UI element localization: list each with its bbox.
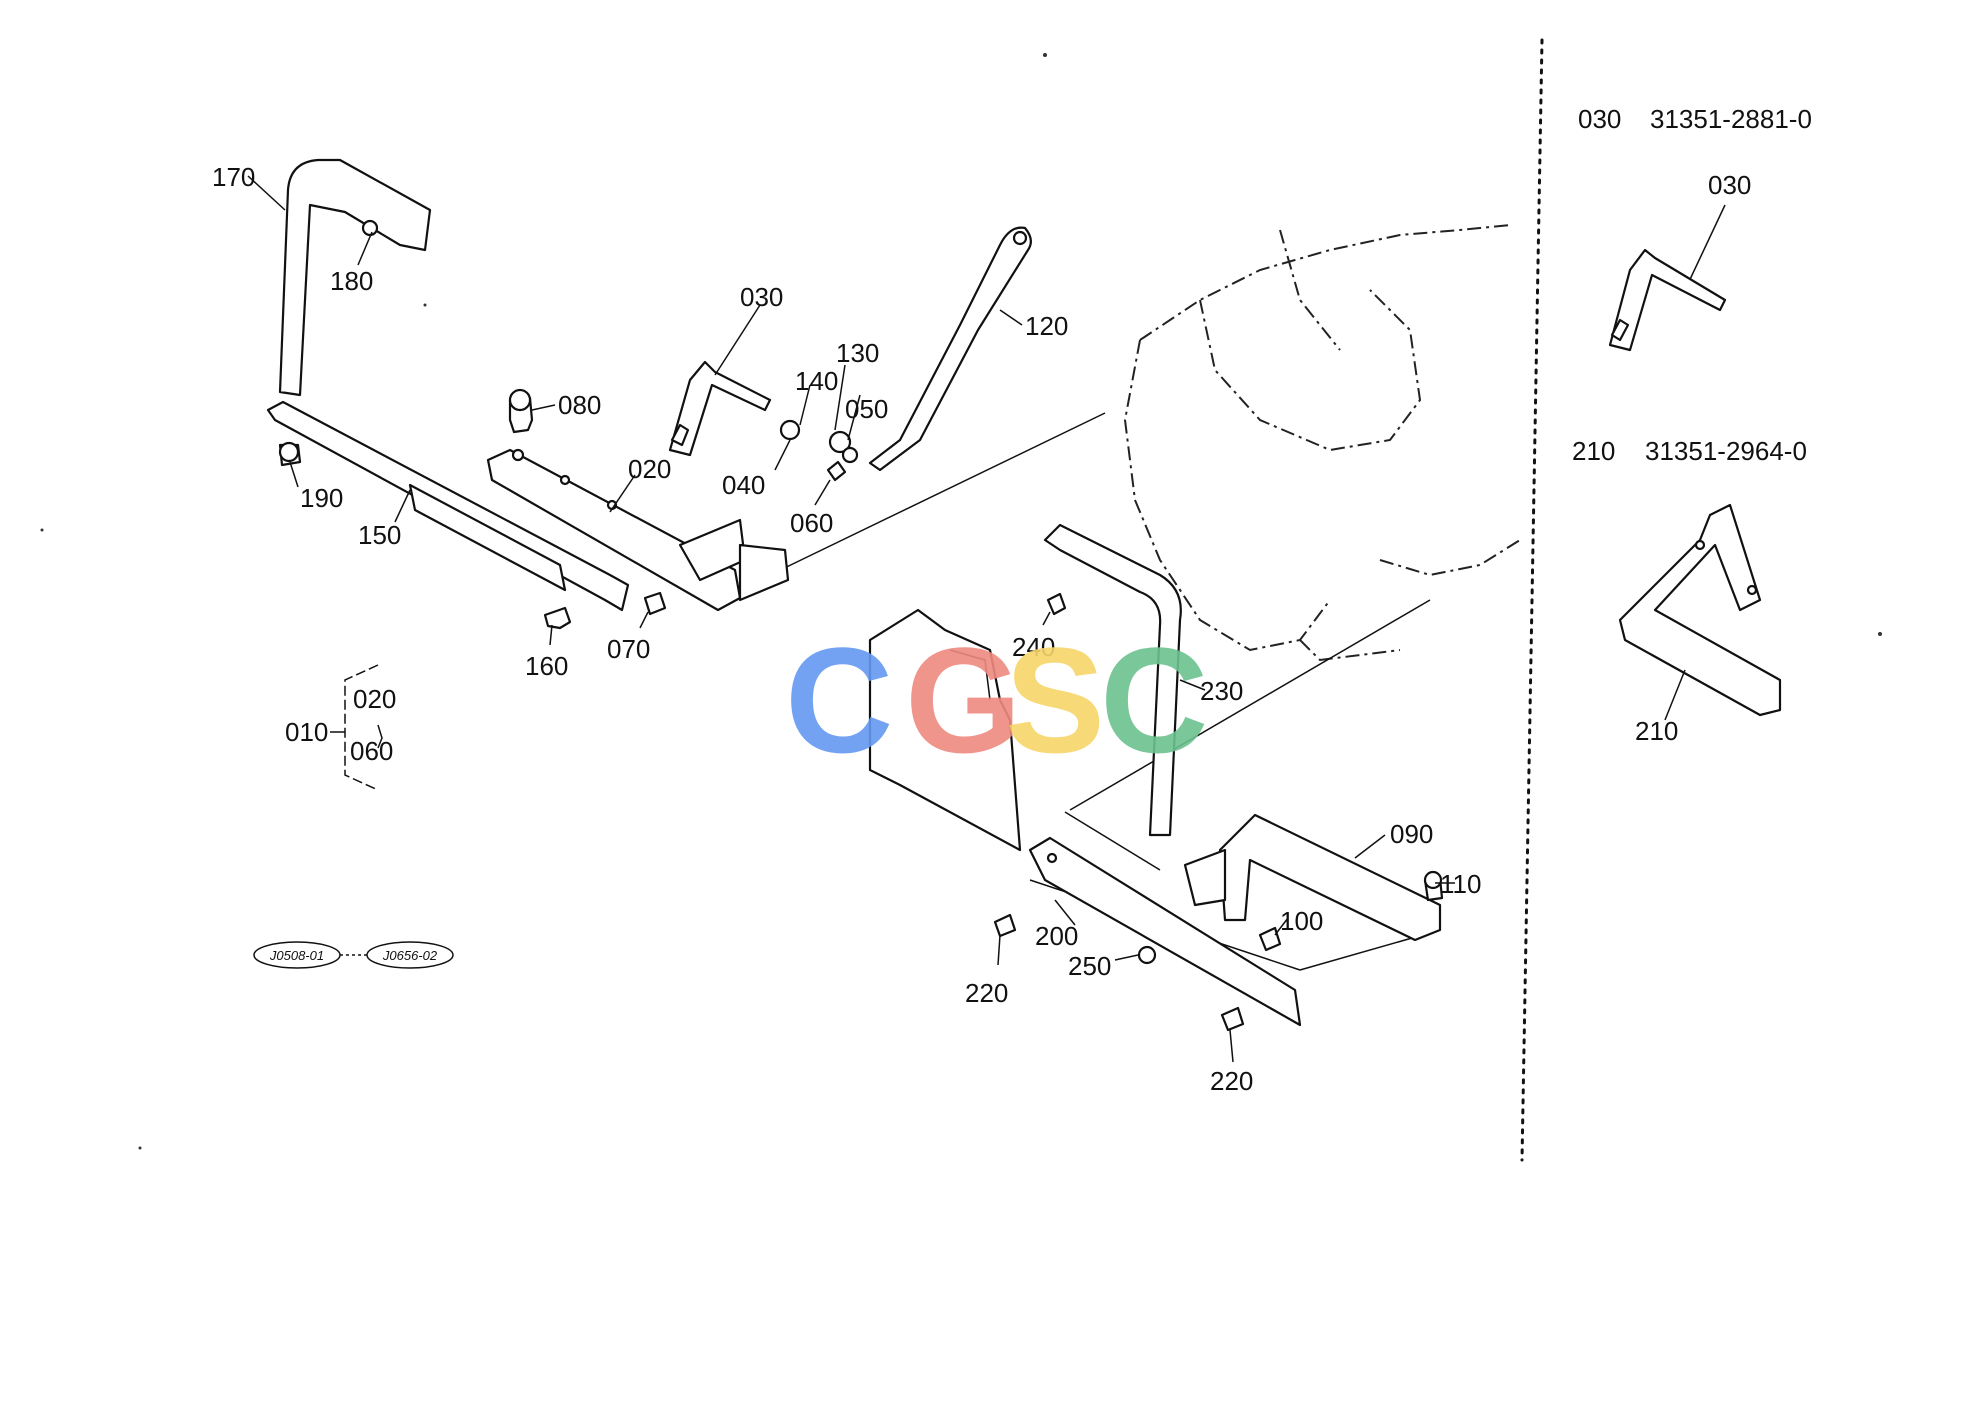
watermark-letter-4: C — [1100, 616, 1208, 784]
bracket-090 — [1183, 813, 1442, 942]
callout-020: 020 — [628, 454, 671, 484]
watermark: C G S C — [785, 616, 1208, 784]
callout-050: 050 — [845, 394, 888, 424]
watermark-letter-3: S — [1005, 616, 1105, 784]
group-to-ref: 060 — [350, 736, 393, 766]
side-bracket-210 — [1618, 503, 1782, 717]
bracket-020 — [486, 448, 790, 612]
bracket-150 — [266, 400, 630, 612]
side-part-ref-1: 030 — [1578, 104, 1621, 134]
callout-060: 060 — [790, 508, 833, 538]
rod-120 — [868, 226, 1032, 472]
callout-220-left: 220 — [965, 978, 1008, 1008]
callout-160: 160 — [525, 651, 568, 681]
watermark-letter-1: C — [785, 616, 893, 784]
guard-230 — [1043, 523, 1182, 837]
callout-230: 230 — [1200, 676, 1243, 706]
callout-250: 250 — [1068, 951, 1111, 981]
callout-040: 040 — [722, 470, 765, 500]
reference-codes: J0508-01 J0656-02 — [253, 941, 454, 969]
side-callout-210: 210 — [1635, 716, 1678, 746]
group-parent-ref: 010 — [285, 717, 328, 747]
callout-190: 190 — [300, 483, 343, 513]
ref-code-first: J0508-01 — [269, 948, 324, 963]
callout-140: 140 — [795, 366, 838, 396]
callout-130: 130 — [836, 338, 879, 368]
callout-110: 110 — [1440, 869, 1481, 899]
bracket-200 — [1028, 836, 1302, 1027]
callout-030: 030 — [740, 282, 783, 312]
callout-090: 090 — [1390, 819, 1433, 849]
callout-080: 080 — [558, 390, 601, 420]
ref-code-second: J0656-02 — [382, 948, 438, 963]
watermark-letter-2: G — [905, 616, 1022, 784]
callout-120: 120 — [1025, 311, 1068, 341]
fasteners-right — [993, 592, 1444, 1032]
fasteners-left — [278, 388, 667, 630]
leader-lines — [247, 175, 1455, 1063]
scan-specks — [40, 53, 1882, 1150]
hand-guard-170 — [278, 158, 432, 397]
lever-030 — [668, 360, 772, 457]
callout-200: 200 — [1035, 921, 1078, 951]
callout-240: 240 — [1012, 632, 1055, 662]
side-part-number-1: 31351-2881-0 — [1650, 104, 1812, 134]
callout-170: 170 — [212, 162, 255, 192]
section-divider — [1520, 38, 1544, 1162]
panel-left-plate — [868, 608, 1022, 852]
pivot-parts — [779, 419, 859, 482]
side-callout-030: 030 — [1708, 170, 1751, 200]
side-lever-030 — [1608, 248, 1727, 352]
side-part-number-2: 31351-2964-0 — [1645, 436, 1807, 466]
callout-070: 070 — [607, 634, 650, 664]
side-part-ref-2: 210 — [1572, 436, 1615, 466]
callout-100: 100 — [1280, 906, 1323, 936]
side-panel: 030 31351-2881-0 030 210 31351-2964-0 21… — [1572, 104, 1812, 746]
assembly-group: 010 020 060 — [285, 664, 396, 791]
group-from-ref: 020 — [353, 684, 396, 714]
engine-outline — [1123, 224, 1521, 662]
callout-220-right: 220 — [1210, 1066, 1253, 1096]
callout-labels: 170 180 190 150 080 020 030 140 130 050 … — [212, 162, 1481, 1096]
callout-150: 150 — [358, 520, 401, 550]
callout-180: 180 — [330, 266, 373, 296]
